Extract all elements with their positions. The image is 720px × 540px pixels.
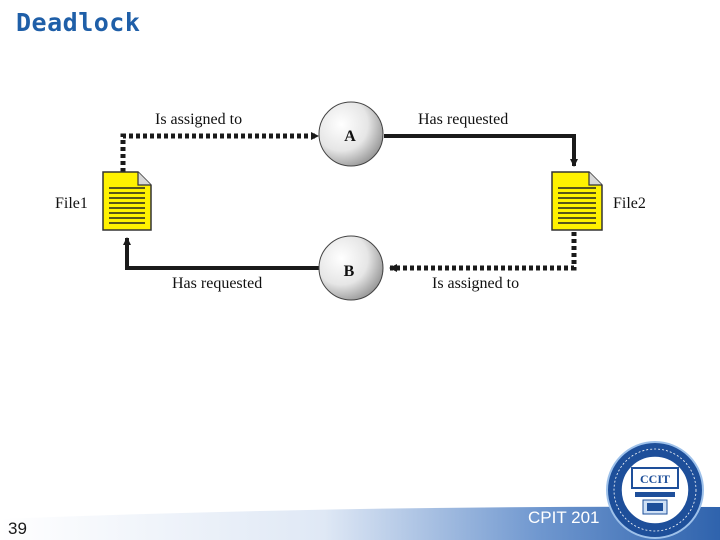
process-node-b: B (318, 235, 384, 301)
page-number: 39 (8, 519, 27, 538)
file1-document-icon (102, 171, 152, 231)
file1-label: File1 (55, 195, 88, 212)
footer-bar (0, 506, 720, 540)
edge-label-a-file2: Has requested (418, 111, 508, 128)
edge-file2-assigned-b (389, 232, 577, 272)
slide-title: Deadlock (16, 8, 141, 37)
process-b-label: B (344, 263, 355, 280)
file2-document-icon (551, 171, 603, 231)
course-code: CPIT 201 (528, 508, 600, 527)
process-node-a: A (318, 101, 384, 167)
logo-text: CCIT (640, 472, 670, 486)
edge-b-requested-file1 (123, 237, 320, 270)
edge-label-b-file1: Has requested (172, 275, 262, 292)
file2-label: File2 (613, 195, 646, 212)
process-a-label: A (344, 128, 356, 145)
edge-label-file2-b: Is assigned to (432, 275, 519, 292)
edge-a-requested-file2 (384, 134, 578, 167)
edge-label-file1-a: Is assigned to (155, 111, 242, 128)
edge-file1-assigned-a (120, 132, 319, 172)
university-logo: CCIT (606, 441, 704, 539)
